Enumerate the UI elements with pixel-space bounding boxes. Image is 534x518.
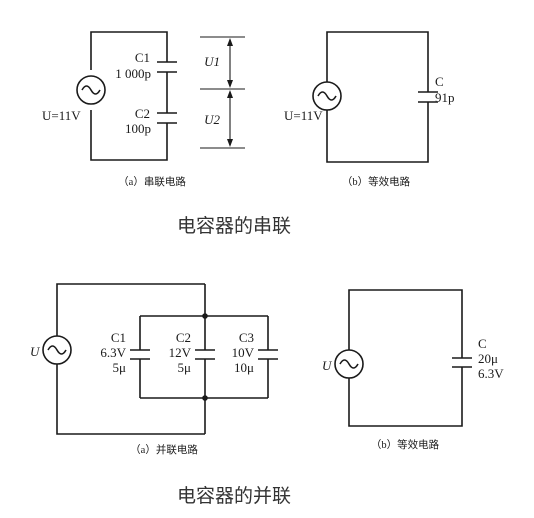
junction-dot-top [202,313,208,319]
series-equivalent-circuit: U=11V C 91p （b）等效电路 [284,31,455,188]
u1-label: U1 [204,54,220,69]
sine-wave-icon [339,359,359,369]
parallel-caption-a: （a）并联电路 [130,443,198,456]
series-caption-b: （b）等效电路 [342,175,411,188]
c1-value: 1 000p [115,66,151,81]
parallel-caption-b: （b）等效电路 [371,438,440,451]
series-title: 电容器的串联 [177,215,291,237]
u1-arrow-down-icon [227,80,233,88]
u2-arrow-up-icon [227,90,233,98]
c1-name: C1 [111,330,126,345]
series-eq-wire-loop [326,31,429,163]
parallel-source-label: U [30,344,41,359]
ac-source-icon [76,75,106,105]
sine-wave-icon [317,91,337,101]
series-eq-c-value: 91p [435,90,455,105]
c2-value: 100p [125,121,151,136]
parallel-circuit: U C1 6.3V 5μ C2 12V 5μ C3 10V 10μ （a）并联电… [30,283,278,456]
parallel-eq-source-label: U [322,358,333,373]
parallel-outer-wire [56,283,205,435]
series-caption-a: （a）串联电路 [118,175,186,188]
parallel-eq-c-name: C [478,336,487,351]
c1-voltage: 6.3V [100,345,126,360]
c1-name: C1 [135,50,150,65]
parallel-eq-c-value: 20μ [478,351,498,366]
series-source-label: U=11V [42,108,81,123]
c2-name: C2 [176,330,191,345]
series-circuit: U=11V C1 1 000p C2 100p U1 U2 （a）串联电路 [42,31,245,188]
c1-value: 5μ [113,360,127,375]
parallel-equivalent-circuit: U C 20μ 6.3V （b）等效电路 [322,289,504,451]
sine-wave-icon [81,85,101,95]
ac-source-icon [42,335,72,365]
c2-name: C2 [135,106,150,121]
u2-arrow-down-icon [227,139,233,147]
u1-arrow-up-icon [227,38,233,46]
parallel-title: 电容器的并联 [177,485,291,507]
c3-value: 10μ [234,360,254,375]
c3-voltage: 10V [232,345,255,360]
series-wire-loop [90,31,168,161]
c2-voltage: 12V [169,345,192,360]
c2-value: 5μ [178,360,192,375]
ac-source-icon [312,81,342,111]
parallel-eq-wire-loop [348,289,463,427]
ac-source-icon [334,349,364,379]
junction-dot-bottom [202,395,208,401]
parallel-eq-c-voltage: 6.3V [478,366,504,381]
series-eq-c-name: C [435,74,444,89]
u2-label: U2 [204,112,220,127]
series-eq-source-label: U=11V [284,108,323,123]
sine-wave-icon [47,345,67,355]
c3-name: C3 [239,330,254,345]
